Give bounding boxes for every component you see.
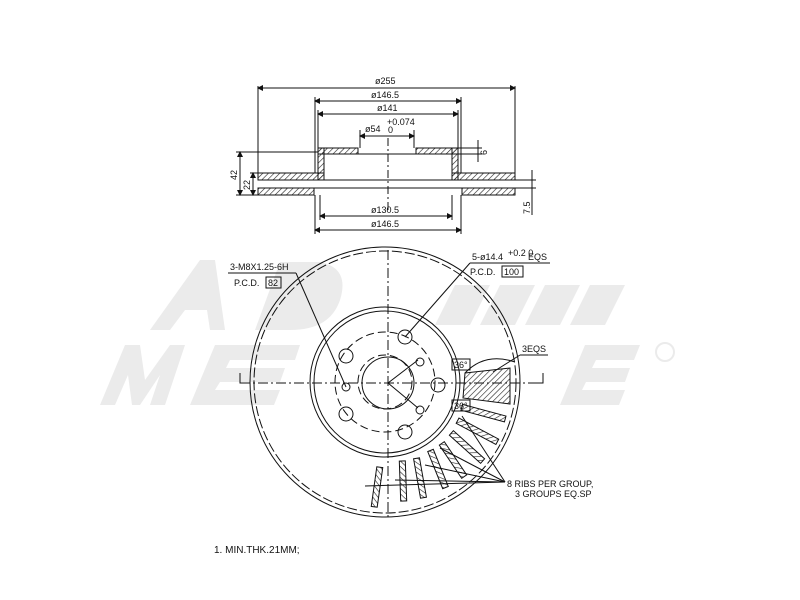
bolt-holes-tolerance: +0.2 0 bbox=[508, 248, 533, 258]
dim-disc-thickness: 22 bbox=[242, 180, 252, 190]
threaded-pcd-label: P.C.D. bbox=[234, 278, 259, 288]
angle-label-2: 36° bbox=[454, 401, 468, 411]
dim-center-bore-tol-lower: 0 bbox=[388, 125, 393, 135]
watermark-shape-d bbox=[255, 262, 343, 330]
angle-label-1: 36° bbox=[454, 360, 468, 370]
dim-hat-outer-bottom: ø146.5 bbox=[371, 219, 399, 229]
plan-labels: 3-M8X1.25-6H P.C.D. 82 5-ø14.4 +0.2 0 EQ… bbox=[230, 248, 593, 499]
min-thickness-note: 1. MIN.THK.21MM; bbox=[214, 545, 300, 556]
dim-hat-inner: ø141 bbox=[377, 103, 398, 113]
bolt-holes-spec: 5-ø14.4 bbox=[472, 252, 503, 262]
dim-center-bore: ø54 bbox=[365, 124, 381, 134]
dim-outer-diameter: ø255 bbox=[375, 76, 396, 86]
section-labels: ø255 ø146.5 ø141 ø54 +0.074 0 ø130.5 ø14… bbox=[229, 76, 532, 229]
bolt-pcd-value: 100 bbox=[504, 267, 519, 277]
watermark-shape-a bbox=[150, 260, 225, 330]
section-view bbox=[236, 85, 536, 234]
ribs-note-line2: 3 GROUPS EQ.SP bbox=[515, 489, 592, 499]
dim-hat-outer-top: ø146.5 bbox=[371, 90, 399, 100]
dim-hat-thickness: 6 bbox=[479, 150, 489, 155]
plan-view bbox=[228, 246, 550, 520]
watermark-shape-m bbox=[100, 345, 185, 405]
threaded-holes-spec: 3-M8X1.25-6H bbox=[230, 262, 289, 272]
bolt-pcd-label: P.C.D. bbox=[470, 267, 495, 277]
bolt-holes-suffix: EQS bbox=[528, 252, 547, 262]
watermark-registered-mark bbox=[655, 342, 675, 362]
dim-inner-ring: ø130.5 bbox=[371, 205, 399, 215]
dim-offset: 7.5 bbox=[522, 201, 532, 214]
dim-center-bore-tol-upper: +0.074 bbox=[387, 117, 415, 127]
ribs-note-line1: 8 RIBS PER GROUP, bbox=[507, 479, 593, 489]
threaded-pcd-value: 82 bbox=[268, 278, 278, 288]
watermark-logo bbox=[100, 260, 675, 405]
dim-total-height: 42 bbox=[229, 170, 239, 180]
section-eqs-label: 3EQS bbox=[522, 344, 546, 354]
